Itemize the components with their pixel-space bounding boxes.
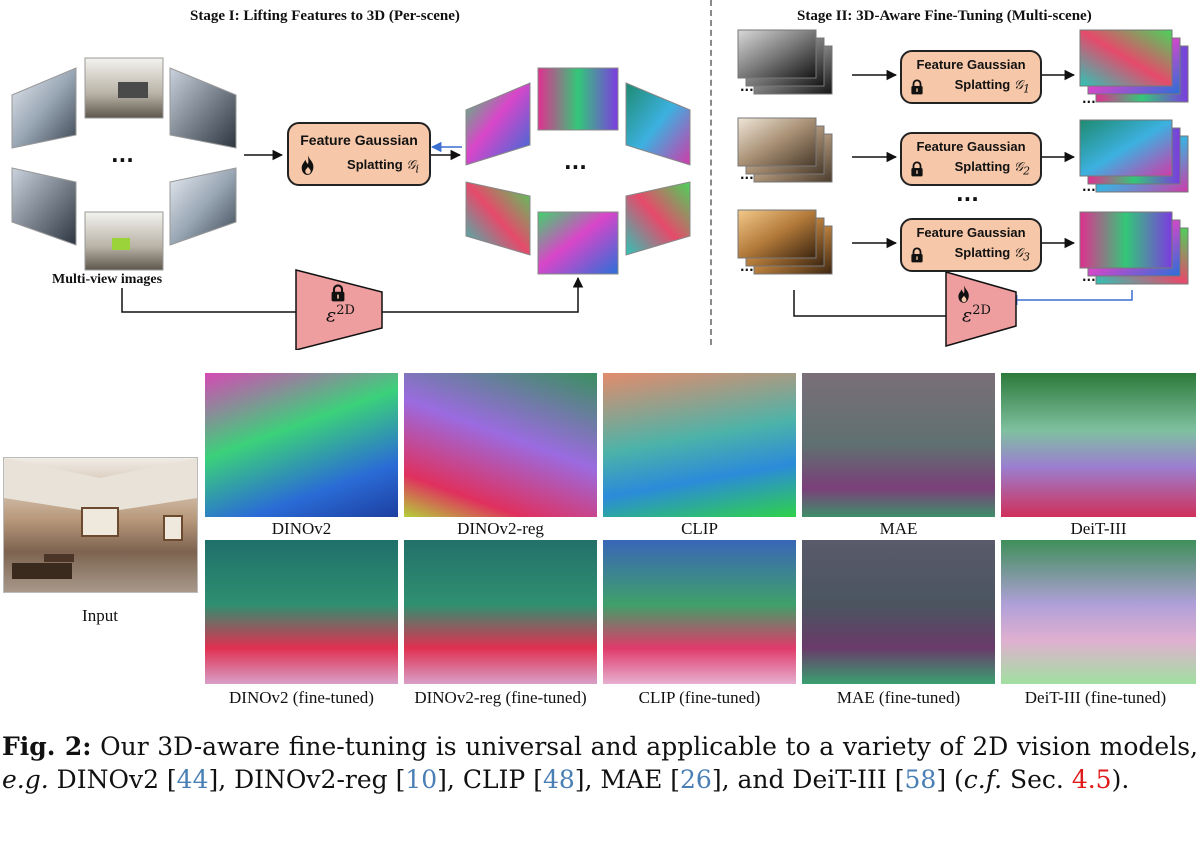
- scene-stack-1: [737, 29, 833, 95]
- label-dinov2-ft: DINOv2 (fine-tuned): [229, 688, 374, 707]
- multiview-image-ring: [11, 57, 237, 271]
- scene-stack-3: [737, 209, 833, 275]
- citation-link[interactable]: 44: [176, 765, 209, 794]
- stage-divider: [710, 0, 712, 345]
- feature-gaussian-splatting-box-2: Feature Gaussian Splatting 𝒢2: [900, 132, 1042, 186]
- label-clip-ft: CLIP (fine-tuned): [638, 688, 761, 707]
- citation-link[interactable]: 26: [680, 765, 712, 794]
- citation-link[interactable]: 48: [542, 765, 575, 794]
- caption-text: DINOv2 [: [48, 765, 177, 794]
- encoder-shape-2: [945, 271, 1017, 347]
- caption-text: ] (: [936, 765, 964, 794]
- fmap-dinov2: [205, 373, 398, 517]
- fgs-line2: Splatting 𝒢i: [347, 157, 419, 176]
- fmap-deit-iii: [1001, 373, 1196, 517]
- caption-text: Our 3D-aware fine-tuning is universal an…: [91, 732, 1198, 761]
- fire-icon: [956, 284, 972, 304]
- fstack-ellipsis-3: ...: [1082, 270, 1096, 284]
- encoder-label: ε2D: [326, 303, 355, 327]
- fmap-dinov2-ft: [205, 540, 398, 684]
- stack-ellipsis-1: ...: [740, 80, 754, 94]
- fmap-dinov2-reg-ft: [404, 540, 597, 684]
- fstack-ellipsis-2: ...: [1082, 180, 1096, 194]
- fgs2-line2: Splatting 𝒢2: [954, 159, 1030, 178]
- encoder-label-2: ε2D: [962, 303, 991, 327]
- ring-ellipsis-features: ...: [564, 150, 587, 174]
- feature-map-ring: [465, 67, 691, 275]
- stage2-diagram: [737, 29, 1189, 347]
- caption-text: Sec.: [1002, 765, 1072, 794]
- label-mae-ft: MAE (fine-tuned): [836, 688, 961, 707]
- lock-icon: [910, 161, 924, 177]
- fstack-ellipsis-1: ...: [1082, 92, 1096, 106]
- fmap-mae-ft: [802, 540, 995, 684]
- caption-text: ], CLIP [: [437, 765, 543, 794]
- fmap-deit-iii-ft: [1001, 540, 1196, 684]
- fmap-dinov2-reg: [404, 373, 597, 517]
- stage1-diagram: [11, 57, 691, 350]
- label-mae: MAE: [879, 519, 918, 538]
- stage2-ellipsis: ...: [956, 182, 979, 206]
- input-label: Input: [82, 606, 118, 625]
- label-dinov2-reg: DINOv2-reg: [457, 519, 544, 538]
- fgs1-line1: Feature Gaussian: [916, 57, 1026, 72]
- feature-gaussian-splatting-box-1: Feature Gaussian Splatting 𝒢1: [900, 50, 1042, 104]
- caption-text: ], DINOv2-reg [: [208, 765, 406, 794]
- stack-ellipsis-3: ...: [740, 260, 754, 274]
- ring-ellipsis-images: ...: [111, 143, 134, 167]
- caption-text: ], and DeiT-III [: [711, 765, 905, 794]
- figure-caption: Fig. 2: Our 3D-aware fine-tuning is univ…: [2, 730, 1198, 796]
- feature-stack-1: [1079, 29, 1189, 103]
- label-dinov2-reg-ft: DINOv2-reg (fine-tuned): [414, 688, 587, 707]
- stage1-title: Stage I: Lifting Features to 3D (Per-sce…: [190, 8, 460, 24]
- caption-cf: c.f.: [963, 765, 1003, 794]
- scene-stack-2: [737, 117, 833, 183]
- feature-stack-2: [1079, 119, 1189, 193]
- fgs2-line1: Feature Gaussian: [916, 139, 1026, 154]
- lock-icon: [330, 284, 346, 302]
- citation-link[interactable]: 10: [405, 765, 438, 794]
- caption-eg: e.g.: [2, 765, 49, 794]
- encoder-shape: [295, 269, 383, 350]
- lock-icon: [910, 79, 924, 95]
- label-clip: CLIP: [681, 519, 718, 538]
- caption-text: ], MAE [: [574, 765, 681, 794]
- fgs1-line2: Splatting 𝒢1: [954, 77, 1030, 96]
- fmap-clip-ft: [603, 540, 796, 684]
- label-deit-iii: DeiT-III: [1070, 519, 1127, 538]
- fmap-mae: [802, 373, 995, 517]
- fgs3-line1: Feature Gaussian: [916, 225, 1026, 240]
- label-dinov2: DINOv2: [271, 519, 332, 538]
- citation-link[interactable]: 58: [904, 765, 937, 794]
- input-image: [3, 457, 198, 593]
- lock-icon: [910, 247, 924, 263]
- feature-gaussian-splatting-box-3: Feature Gaussian Splatting 𝒢3: [900, 218, 1042, 272]
- caption-fig-number: Fig. 2:: [2, 732, 92, 761]
- caption-text: ).: [1111, 765, 1130, 794]
- fire-icon: [299, 154, 317, 176]
- fmap-clip: [603, 373, 796, 517]
- stack-ellipsis-2: ...: [740, 168, 754, 182]
- label-deit-iii-ft: DeiT-III (fine-tuned): [1024, 688, 1167, 707]
- stage2-title: Stage II: 3D-Aware Fine-Tuning (Multi-sc…: [797, 8, 1092, 24]
- section-link[interactable]: 4.5: [1071, 765, 1112, 794]
- fgs-line1: Feature Gaussian: [300, 132, 418, 148]
- feature-gaussian-splatting-box: Feature Gaussian Splatting 𝒢i: [287, 122, 431, 186]
- fgs3-line2: Splatting 𝒢3: [954, 245, 1030, 264]
- feature-stack-3: [1079, 211, 1189, 285]
- multiview-label: Multi-view images: [52, 272, 163, 287]
